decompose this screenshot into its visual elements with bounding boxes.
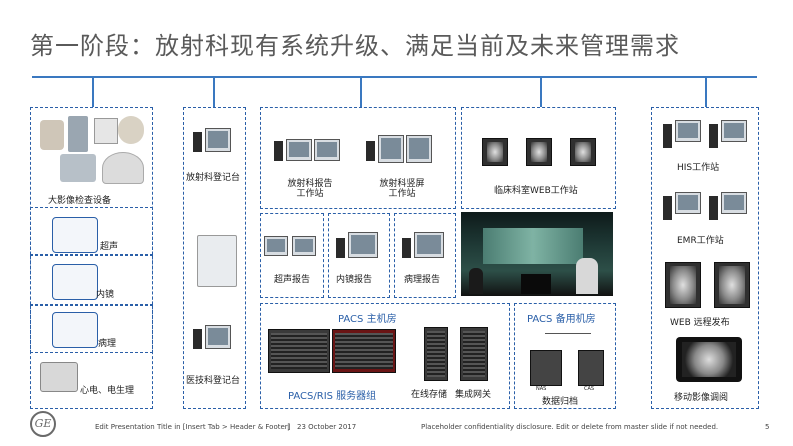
reading-room-photo — [461, 212, 613, 296]
equipment-label: 大影像检查设备 — [48, 196, 112, 206]
ultrasound-box — [30, 207, 153, 255]
xray-image-2 — [526, 138, 552, 166]
radiology-workstations-group — [260, 107, 456, 209]
pacs-backup-room-label: PACS 备用机房 — [527, 314, 596, 325]
ultrasound-report-ws-icon — [264, 236, 320, 266]
cas-icon — [578, 350, 604, 386]
connector-col4 — [540, 77, 542, 107]
tech-registration-label: 医技科登记台 — [186, 376, 241, 386]
registration-label: 放射科登记台 — [186, 173, 241, 183]
emr-label: EMR工作站 — [677, 236, 724, 246]
vertical-workstation-icon — [366, 133, 436, 173]
archive-label: 数据归档 — [542, 397, 579, 407]
web-xray-image-1 — [665, 262, 701, 308]
ecg-device-icon — [40, 362, 78, 392]
gateway-tower-icon — [460, 327, 488, 381]
clinical-web-group — [461, 107, 616, 209]
ecg-label: 心电、电生理 — [80, 386, 135, 396]
connector-col2 — [213, 77, 215, 107]
endoscope-icon — [52, 264, 98, 300]
title-rule — [32, 76, 757, 78]
tablet-icon — [676, 337, 742, 382]
online-storage-label: 在线存储 — [411, 390, 448, 400]
footer-disclosure: Placeholder confidentiality disclosure. … — [421, 423, 719, 431]
endoscope-report-ws-icon — [336, 232, 386, 266]
ultrasound-report-box — [260, 213, 324, 298]
integration-gateway-label: 集成网关 — [455, 390, 492, 400]
pacs-main-room-group — [260, 303, 510, 409]
pathology-report-ws-icon — [402, 232, 452, 266]
footer-date: 23 October 2017 — [297, 423, 357, 431]
endoscope-report-label: 内镜报告 — [336, 275, 373, 285]
server-rack-icon-2 — [332, 329, 396, 373]
ultrasound-icon — [52, 217, 98, 253]
archive-link-line — [545, 333, 591, 334]
xray-image-1 — [482, 138, 508, 166]
endoscope-report-box — [328, 213, 390, 298]
external-systems-group — [651, 107, 759, 409]
nas-label: NAS — [536, 386, 547, 392]
pathology-box — [30, 305, 153, 353]
pathology-report-box — [394, 213, 456, 298]
his-label: HIS工作站 — [677, 163, 720, 173]
mobile-label: 移动影像调阅 — [674, 393, 729, 403]
his-workstation-icon — [663, 118, 751, 158]
web-xray-image-2 — [714, 262, 750, 308]
tech-workstation-icon — [193, 325, 237, 365]
pathology-report-label: 病理报告 — [404, 275, 441, 285]
clinical-web-label: 临床科室WEB工作站 — [494, 186, 578, 196]
nas-icon — [530, 350, 562, 386]
pacs-ris-label: PACS/RIS 服务器组 — [288, 391, 377, 402]
cas-label: CAS — [584, 386, 595, 392]
connector-col5 — [705, 77, 707, 107]
footer-separator: | — [287, 423, 290, 431]
ultrasound-label: 超声 — [100, 242, 119, 252]
scanner-icon — [197, 235, 237, 287]
web-publish-label: WEB 远程发布 — [670, 318, 730, 328]
server-rack-icon-1 — [268, 329, 330, 373]
slide-title: 第一阶段：放射科现有系统升级、满足当前及未来管理需求 — [30, 32, 680, 60]
emr-workstation-icon — [663, 190, 751, 230]
registration-group — [183, 107, 246, 409]
connector-col1 — [92, 77, 94, 107]
endoscope-box — [30, 255, 153, 305]
registration-workstation-icon — [193, 128, 237, 168]
ge-logo: GE — [30, 411, 56, 437]
pathology-icon — [52, 312, 98, 348]
pathology-label: 病理 — [98, 339, 117, 349]
imaging-equipment-image — [38, 114, 146, 186]
storage-tower-icon — [424, 327, 448, 381]
vertical-ws-label: 放射科竖屏 工作站 — [379, 179, 425, 199]
ultrasound-report-label: 超声报告 — [274, 275, 311, 285]
endoscope-label: 内镜 — [96, 290, 115, 300]
report-ws-label: 放射科报告 工作站 — [287, 179, 333, 199]
page-number: 5 — [765, 423, 770, 431]
footer-presentation-title: Edit Presentation Title in [Insert Tab >… — [95, 423, 291, 431]
pacs-backup-room-group — [514, 303, 616, 409]
xray-image-3 — [570, 138, 596, 166]
pacs-main-room-label: PACS 主机房 — [338, 314, 397, 325]
connector-col3 — [360, 77, 362, 107]
report-workstation-icon — [274, 133, 344, 173]
